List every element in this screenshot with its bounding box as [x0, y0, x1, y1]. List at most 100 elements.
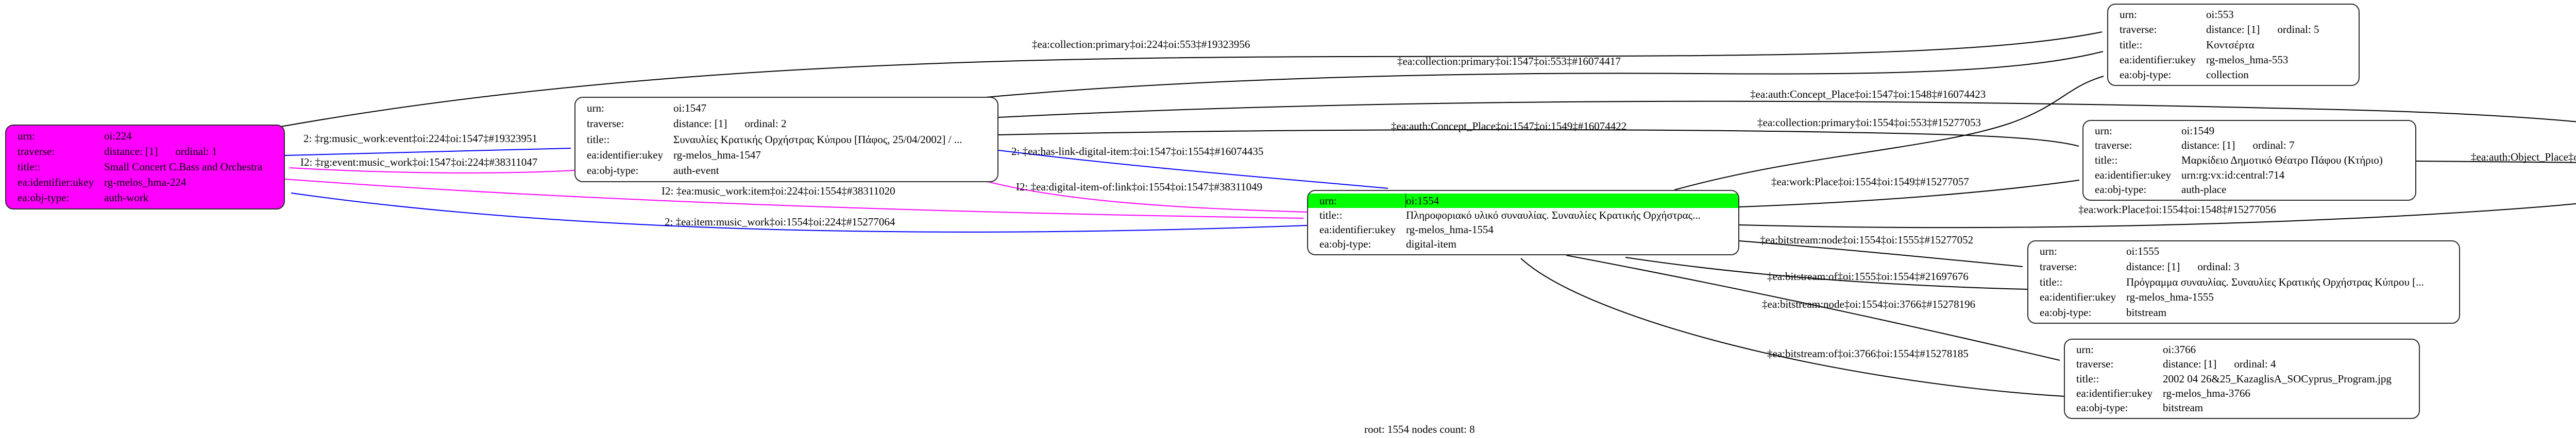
edge-label-1547-to-1554: 2: ‡ea:has-link-digital-item:‡oi:1547‡oi… — [1011, 145, 1264, 157]
field-value: auth-work — [104, 191, 149, 204]
edge-label-1547-to-1549: ‡ea:auth:Concept_Place‡oi:1547‡oi:1549‡#… — [1391, 120, 1627, 132]
record-row: ea:obj-type: auth-place — [2083, 182, 2415, 197]
record-row: urn: oi:1555 — [2028, 244, 2459, 259]
edge-label-1554-to-1548: ‡ea:work:Place‡oi:1554‡oi:1548‡#15277056 — [2078, 203, 2276, 216]
field-value: bitstream — [2163, 401, 2204, 414]
field-key: urn: — [1308, 194, 1406, 208]
record-row: urn:oi:1554 — [1308, 194, 1738, 208]
edge-label-1555-to-1554: ‡ea:bitstream:of‡oi:1555‡oi:1554‡#216976… — [1767, 270, 1969, 283]
field-key: urn: — [2120, 8, 2137, 21]
record-row: traverse:distance: [1]ordinal: 3 — [2028, 259, 2459, 275]
edge-224-to-1547 — [284, 148, 571, 156]
field-value: distance: [1] — [2163, 358, 2217, 371]
field-value: distance: [1] — [104, 145, 158, 157]
field-value: distance: [1] — [673, 117, 727, 130]
edge-label-1547-to-224: I2: ‡rg:event:music_work‡oi:1547‡oi:224‡… — [300, 156, 538, 168]
field-value: oi:224 — [104, 129, 132, 142]
field-key: ea:identifier:ukey — [18, 176, 94, 189]
field-key: urn: — [18, 129, 35, 142]
edge-label-1554-to-3766: ‡ea:bitstream:node‡oi:1554‡oi:3766‡#1527… — [1762, 298, 1976, 310]
field-key: ea:identifier:ukey — [1319, 223, 1396, 236]
field-key: ea:obj-type: — [587, 164, 639, 177]
field-value: oi:3766 — [2163, 343, 2196, 356]
edge-label-224-to-1547: 2: ‡rg:music_work:event‡oi:224‡oi:1547‡#… — [303, 132, 538, 145]
record-row: title::Κοντσέρτα — [2108, 37, 2359, 52]
record-row: traverse: distance: [1] ordinal: 4 — [2065, 357, 2419, 371]
field-value-ordinal: ordinal: 1 — [175, 145, 217, 157]
field-value-ordinal: ordinal: 7 — [2252, 139, 2295, 152]
field-key: title:: — [2076, 372, 2099, 385]
field-key: ea:obj-type: — [2095, 183, 2147, 196]
field-key: urn: — [2076, 343, 2094, 356]
record-row: ea:obj-type: bitstream — [2065, 401, 2419, 415]
field-value: oi:1547 — [673, 101, 707, 114]
field-value: 2002 04 26&25_KazaglisA_SOCyprus_Program… — [2163, 372, 2392, 385]
field-key: traverse: — [18, 145, 55, 157]
field-value: bitstream — [2126, 306, 2167, 319]
field-value: auth-place — [2181, 183, 2227, 196]
field-value: oi:1554 — [1406, 194, 1439, 207]
edge-label-1549-to-1548: ‡ea:auth:Object_Place‡oi:1549‡oi:1548‡#9… — [2471, 151, 2576, 163]
field-key: ea:obj-type: — [2040, 306, 2092, 319]
field-key: traverse: — [2120, 23, 2157, 36]
field-key: ea:obj-type: — [18, 191, 70, 204]
root-summary-caption: root: 1554 nodes count: 8 — [1364, 423, 1475, 435]
field-value: rg-melos_hma-1555 — [2126, 291, 2214, 304]
record-row: title::Small Concert C.Bass and Orchestr… — [6, 159, 284, 174]
field-value: distance: [1] — [2126, 260, 2180, 273]
record-row: ea:obj-type: auth-work — [6, 190, 284, 206]
graph-node-oi553[interactable]: urn: oi:553 traverse: distance: [1] ordinal:… — [2107, 4, 2360, 86]
record-row: title::2002 04 26&25_KazaglisA_SOCyprus_… — [2065, 372, 2419, 386]
field-key: title:: — [587, 133, 610, 146]
record-row: ea:obj-type:collection — [2108, 67, 2359, 82]
field-key: ea:obj-type: — [2076, 401, 2128, 414]
field-value-ordinal: ordinal: 5 — [2277, 23, 2319, 36]
record-row: ea:identifier:ukey rg-melos_hma-1555 — [2028, 290, 2459, 305]
field-value: oi:1555 — [2126, 245, 2160, 258]
field-key: urn: — [2095, 124, 2112, 137]
field-value: digital-item — [1406, 238, 1456, 251]
field-value-ordinal: ordinal: 4 — [2234, 358, 2276, 371]
field-value: distance: [1] — [2181, 139, 2235, 152]
edge-label-1554-to-1549: ‡ea:work:Place‡oi:1554‡oi:1549‡#15277057 — [1771, 176, 1969, 188]
field-key: traverse: — [2076, 358, 2114, 371]
field-key: ea:identifier:ukey — [587, 148, 664, 161]
record-row: ea:obj-type: bitstream — [2028, 305, 2459, 320]
record-row: urn: oi:1549 — [2083, 124, 2415, 138]
graph-node-oi3766[interactable]: urn: oi:3766 traverse: distance: [1] ordinal… — [2064, 339, 2420, 419]
record-row: traverse: distance: [1] ordinal: 5 — [2108, 22, 2359, 37]
edge-label-1547-to-1548: ‡ea:auth:Concept_Place‡oi:1547‡oi:1548‡#… — [1750, 88, 1986, 100]
field-value: rg-melos_hma-553 — [2206, 53, 2289, 66]
field-value: oi:1549 — [2181, 124, 2215, 137]
field-key: ea:obj-type: — [1319, 238, 1371, 251]
field-value: Μαρκίδειο Δημοτικό Θέατρο Πάφου (Κτήριο) — [2181, 154, 2383, 166]
record-row: traverse:distance: [1]ordinal: 7 — [2083, 138, 2415, 153]
field-value: oi:553 — [2206, 8, 2234, 21]
edge-label-1554-to-1555: ‡ea:bitstream:node‡oi:1554‡oi:1555‡#1527… — [1760, 234, 1974, 246]
record-row: ea:obj-type: digital-item — [1308, 237, 1738, 252]
edge-label-1547-to-553: ‡ea:collection:primary‡oi:1547‡oi:553‡#1… — [1397, 55, 1621, 67]
record-row: ea:obj-type:auth-event — [575, 163, 997, 179]
field-value: Small Concert C.Bass and Orchestra — [104, 161, 263, 173]
field-value: rg-melos_hma-1554 — [1406, 223, 1494, 236]
graph-node-oi224[interactable]: urn: oi:224 traverse: distance: [1] ordinal:… — [5, 125, 285, 209]
field-key: urn: — [2040, 245, 2057, 258]
field-value: distance: [1] — [2206, 23, 2260, 36]
field-key: title:: — [2040, 275, 2063, 288]
edge-label-224-to-1554: I2: ‡ea:music_work:item‡oi:224‡oi:1554‡#… — [662, 185, 895, 197]
field-value: Πρόγραμμα συναυλίας. Συναυλίες Κρατικής … — [2126, 275, 2424, 288]
field-key: traverse: — [587, 117, 624, 130]
edge-label-1554-to-553: ‡ea:collection:primary‡oi:1554‡oi:553‡#1… — [1757, 116, 1981, 129]
field-key: title:: — [2120, 38, 2143, 51]
field-value: urn:rg:vx:id:central:714 — [2181, 168, 2285, 181]
record-row: title::Μαρκίδειο Δημοτικό Θέατρο Πάφου (… — [2083, 153, 2415, 168]
field-value-ordinal: ordinal: 2 — [744, 117, 787, 130]
field-key: ea:identifier:ukey — [2040, 291, 2116, 304]
